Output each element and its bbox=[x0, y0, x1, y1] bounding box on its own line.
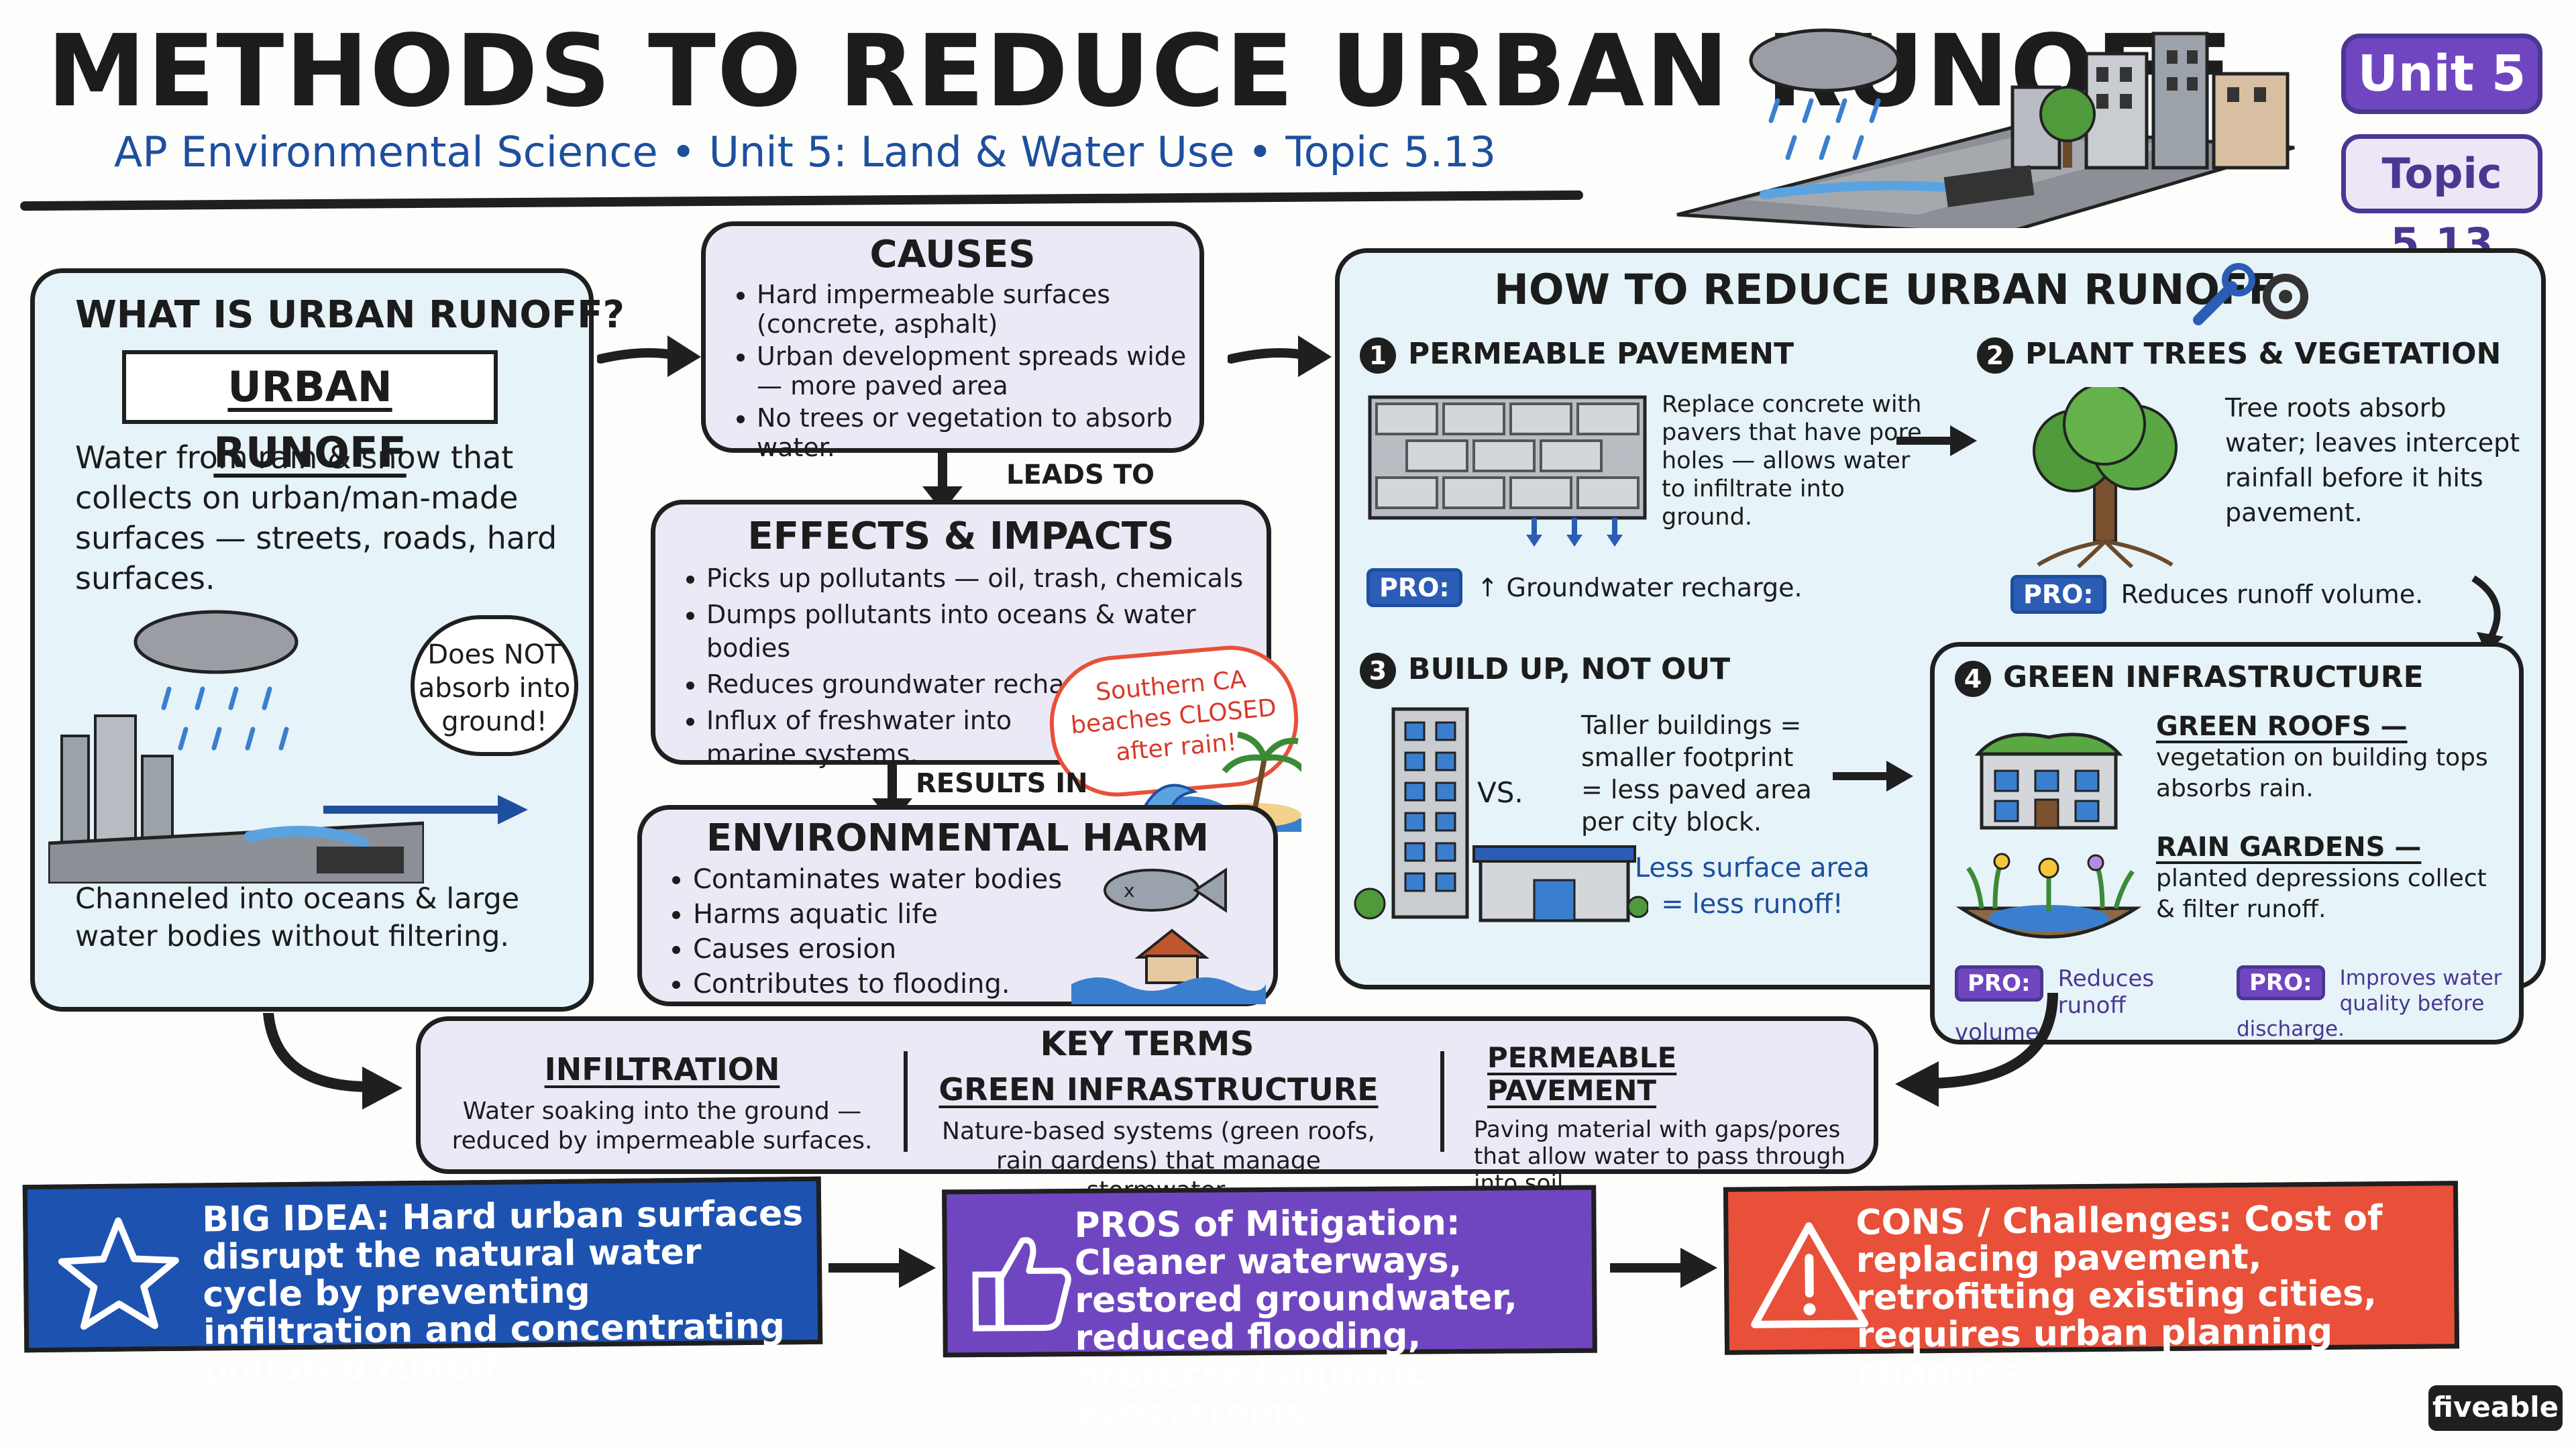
arrow-big-idea-to-pros bbox=[828, 1248, 936, 1288]
topic-tag: Topic 5.13 bbox=[2341, 134, 2542, 268]
pros-text: PROS of Mitigation: Cleaner waterways, r… bbox=[1074, 1203, 1518, 1434]
harm-item: Causes erosion bbox=[693, 933, 1095, 965]
does-not-absorb-callout: Does NOT absorb into ground! bbox=[411, 615, 578, 756]
city-rain-illustration bbox=[1676, 28, 2295, 228]
effect-item: Dumps pollutants into oceans & water bod… bbox=[706, 598, 1256, 665]
less-runoff-note: Less surface area = less runoff! bbox=[1634, 853, 1870, 920]
runoff-flow-arrow bbox=[323, 795, 528, 824]
key-term-infiltration: INFILTRATION Water soaking into the grou… bbox=[451, 1051, 873, 1155]
urban-runoff-term: URBAN RUNOFF bbox=[122, 350, 498, 477]
fiveable-logo: fiveable bbox=[2428, 1385, 2563, 1431]
wrench-gear-icon bbox=[2193, 263, 2308, 325]
green-roofs-title: GREEN ROOFS — bbox=[2156, 711, 2408, 742]
rain-gardens-title: RAIN GARDENS — bbox=[2156, 832, 2422, 863]
harm-heading: ENVIRONMENTAL HARM bbox=[706, 816, 1210, 860]
arrow-to-causes bbox=[597, 335, 701, 377]
warning-icon bbox=[1751, 1222, 1869, 1328]
permeable-paver-icon bbox=[1368, 395, 1647, 547]
arrow-pros-to-cons bbox=[1610, 1248, 1717, 1288]
key-terms-divider bbox=[1440, 1051, 1444, 1152]
fish-flood-illustration: x bbox=[1071, 867, 1266, 1004]
arrow-method-3-to-4 bbox=[1833, 761, 1913, 792]
svg-text:x: x bbox=[1124, 879, 1135, 902]
effects-list: Picks up pollutants — oil, trash, chemic… bbox=[676, 561, 1256, 773]
method-3-number: 3 bbox=[1360, 653, 1396, 689]
method-1-number: 1 bbox=[1360, 337, 1396, 374]
key-terms-panel: KEY TERMS INFILTRATION Water soaking int… bbox=[416, 1016, 1878, 1204]
big-idea-text: BIG IDEA: Hard urban surfaces disrupt th… bbox=[201, 1193, 804, 1391]
arrow-to-key-terms-left bbox=[263, 1013, 402, 1110]
pro-badge: PRO: bbox=[1366, 568, 1462, 607]
green-roofs-block: GREEN ROOFS — vegetation on building top… bbox=[2156, 710, 2505, 804]
pro-badge: PRO: bbox=[1955, 965, 2043, 1002]
rain-gardens-block: RAIN GARDENS — planted depressions colle… bbox=[2156, 831, 2505, 925]
reduce-heading: HOW TO REDUCE URBAN RUNOFF bbox=[1494, 265, 2277, 314]
causes-list: Hard impermeable surfaces (concrete, asp… bbox=[726, 280, 1220, 465]
method-2-number: 2 bbox=[1977, 337, 2013, 374]
method-1-pro: PRO:↑ Groundwater recharge. bbox=[1366, 568, 1803, 607]
vs-label: VS. bbox=[1477, 776, 1523, 809]
cons-text: CONS / Challenges: Cost of replacing pav… bbox=[1856, 1198, 2383, 1394]
tall-vs-wide-building-icon bbox=[1354, 707, 1648, 922]
key-term-green-infrastructure: GREEN INFRASTRUCTURE Nature-based system… bbox=[938, 1071, 1379, 1204]
cons-banner: CONS / Challenges: Cost of replacing pav… bbox=[1723, 1181, 2460, 1393]
runoff-definition: Water from rain & snow that collects on … bbox=[75, 439, 557, 596]
arrow-method-1-to-2 bbox=[1896, 425, 1977, 456]
rain-gardens-text: planted depressions collect & filter run… bbox=[2156, 865, 2487, 923]
big-idea-banner: BIG IDEA: Hard urban surfaces disrupt th… bbox=[22, 1176, 823, 1390]
causes-panel: CAUSES Hard impermeable surfaces (concre… bbox=[701, 221, 1204, 462]
leads-to-label: LEADS TO bbox=[1006, 460, 1155, 490]
what-is-runoff-panel: WHAT IS URBAN RUNOFF? URBAN RUNOFF Water… bbox=[30, 268, 625, 1012]
method-4-number: 4 bbox=[1955, 661, 1991, 697]
effect-item: Picks up pollutants — oil, trash, chemic… bbox=[706, 561, 1256, 595]
method-2-pro: PRO:Reduces runoff volume. bbox=[2010, 575, 2423, 614]
pro-badge: PRO: bbox=[2010, 575, 2106, 614]
effect-item: Influx of freshwater into marine systems… bbox=[706, 704, 1069, 771]
key-term-permeable-pavement: PERMEABLE PAVEMENT Paving material with … bbox=[1474, 1041, 1845, 1197]
pro-badge: PRO: bbox=[2237, 965, 2325, 1000]
cause-item: Urban development spreads wide — more pa… bbox=[757, 341, 1220, 400]
green-roofs-text: vegetation on building tops absorbs rain… bbox=[2156, 744, 2488, 802]
cause-item: No trees or vegetation to absorb water. bbox=[757, 403, 1220, 462]
method-2-text: Tree roots absorb water; leaves intercep… bbox=[2225, 393, 2520, 527]
harm-item: Contaminates water bodies bbox=[693, 863, 1095, 896]
runoff-street-illustration bbox=[48, 610, 424, 883]
method-3-text: Taller buildings = smaller footprint = l… bbox=[1581, 710, 1812, 837]
pros-banner: PROS of Mitigation: Cleaner waterways, r… bbox=[942, 1185, 1597, 1434]
arrow-to-key-terms-right bbox=[1895, 993, 2058, 1107]
effect-item: Reduces groundwater recharge bbox=[706, 667, 1256, 701]
rain-garden-icon bbox=[1955, 853, 2142, 938]
green-infra-pro-1: PRO:Reduces runoff volume. bbox=[1955, 965, 2155, 1046]
arrow-to-reduce bbox=[1228, 335, 1332, 377]
tree-roots-icon bbox=[2033, 387, 2178, 568]
harm-item: Harms aquatic life bbox=[693, 898, 1095, 930]
unit-tag: Unit 5 bbox=[2341, 34, 2542, 114]
arrow-leads-to bbox=[922, 453, 963, 512]
what-is-heading: WHAT IS URBAN RUNOFF? bbox=[75, 293, 625, 337]
causes-heading: CAUSES bbox=[869, 233, 1036, 276]
title-underline bbox=[19, 190, 1584, 211]
key-terms-heading: KEY TERMS bbox=[1040, 1024, 1254, 1063]
harm-list: Contaminates water bodies Harms aquatic … bbox=[662, 863, 1095, 1003]
effects-panel: EFFECTS & IMPACTS Picks up pollutants — … bbox=[651, 500, 1271, 769]
page-subtitle: AP Environmental Science • Unit 5: Land … bbox=[114, 127, 1497, 176]
results-in-label: RESULTS IN bbox=[916, 768, 1088, 799]
method-1-text: Replace concrete with pavers that have p… bbox=[1662, 391, 1922, 531]
star-icon bbox=[58, 1217, 179, 1330]
effects-heading: EFFECTS & IMPACTS bbox=[747, 515, 1175, 558]
thumbs-up-icon bbox=[972, 1237, 1071, 1332]
cause-item: Hard impermeable surfaces (concrete, asp… bbox=[757, 280, 1220, 339]
environmental-harm-panel: ENVIRONMENTAL HARM Contaminates water bo… bbox=[637, 805, 1278, 1006]
runoff-channeled-note: Channeled into oceans & large water bodi… bbox=[75, 882, 520, 953]
green-roof-icon bbox=[1974, 733, 2123, 830]
green-infra-pro-2: PRO:Improves water quality before discha… bbox=[2237, 965, 2502, 1041]
key-terms-divider bbox=[904, 1051, 908, 1152]
harm-item: Contributes to flooding. bbox=[693, 968, 1095, 1000]
